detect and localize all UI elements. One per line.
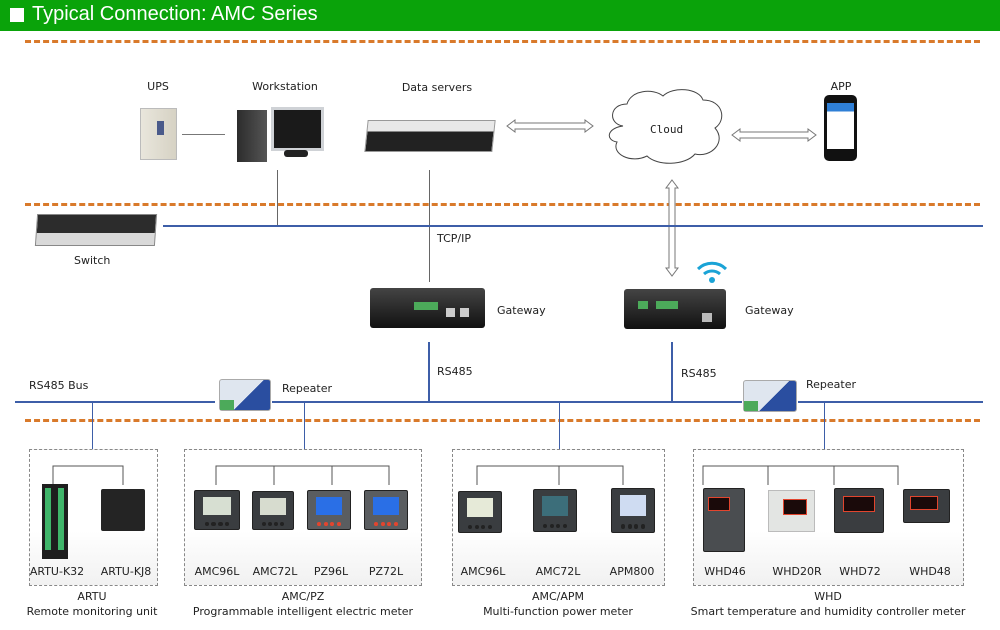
group-amc-apm-branch [476,465,624,485]
whd20r-meter-icon [768,490,815,532]
device-label: AMC96L [460,565,506,578]
group-amc-apm-name: AMC/APM [531,590,585,603]
device-label: ARTU-KJ8 [100,565,152,578]
gateway-left-icon [370,288,485,328]
apm800-meter-icon [611,488,655,533]
group-amc-pz-name: AMC/PZ [281,590,325,603]
switch-icon [34,214,158,246]
pz72l-meter-icon [364,490,408,530]
pz96l-meter-icon [307,490,351,530]
device-label: AMC96L [194,565,240,578]
group-amc-apm-desc: Multi-function power meter [483,605,633,618]
group-artu-branch [52,465,124,485]
amc96l-meter-icon [458,491,502,533]
artu-kj8-icon [101,489,145,531]
device-label: WHD20R [772,565,822,578]
workstation-label: Workstation [252,80,318,93]
amc96l-meter-icon [194,490,240,530]
monitor-icon [271,107,324,151]
gateway-right-label: Gateway [745,304,794,317]
page-title: Typical Connection: AMC Series [32,3,318,25]
rs485-bus-label: RS485 Bus [29,379,89,392]
data-servers-label: Data servers [401,81,473,94]
switch-label: Switch [74,254,111,267]
artu-k32-icon [42,484,68,559]
ups-icon [140,108,177,160]
group-artu-name: ARTU [77,590,107,603]
drop-amc-apm [559,403,560,465]
device-label: PZ72L [368,565,404,578]
ups-label: UPS [147,80,169,93]
pc-tower-icon [237,110,267,162]
group-whd-name: WHD [814,590,842,603]
workstation-link [277,170,278,226]
repeater-right-label: Repeater [806,378,857,391]
group-artu-desc: Remote monitoring unit [26,605,158,618]
group-amc-pz-desc: Programmable intelligent electric meter [192,605,414,618]
rs485-right-label: RS485 [681,367,717,380]
device-label: PZ96L [313,565,349,578]
smartphone-icon [824,95,857,161]
cloud-app-arrow [731,128,817,142]
device-label: ARTU-K32 [29,565,85,578]
rs485-right-link [671,342,673,402]
device-label: APM800 [609,565,655,578]
group-whd-desc: Smart temperature and humidity controlle… [690,605,966,618]
header-square-icon [10,8,24,22]
tcpip-label: TCP/IP [437,232,471,245]
drop-whd [824,403,825,465]
tcpip-bus-line [163,225,983,227]
repeater-right-icon [743,380,797,412]
device-label: AMC72L [535,565,581,578]
separator-middle [25,203,980,206]
whd48-meter-icon [903,489,950,523]
rs485-bus-segment-1 [15,401,215,403]
ups-workstation-link [182,134,225,135]
section-header: Typical Connection: AMC Series [0,0,1000,31]
cloud-gateway-arrow [665,179,679,277]
group-amc-pz-branch [215,465,390,485]
device-label: WHD48 [909,565,951,578]
rs485-left-link [428,342,430,402]
group-whd-branch [702,465,899,485]
cloud-label: Cloud [650,123,684,136]
separator-bottom [25,419,980,422]
server-cloud-arrow [506,119,594,133]
drop-amc-pz [304,403,305,465]
rs485-left-label: RS485 [437,365,473,378]
gateway-left-label: Gateway [497,304,546,317]
wifi-icon [696,261,728,283]
amc72l-meter-icon [533,489,577,532]
whd72-meter-icon [834,488,884,533]
rs485-bus-segment-2 [272,401,742,403]
gateway-right-icon [624,289,726,329]
monitor-stand-icon [284,150,308,157]
server-icon [364,120,496,152]
device-label: WHD72 [839,565,881,578]
separator-top [25,40,980,43]
device-label: WHD46 [704,565,746,578]
device-label: AMC72L [252,565,298,578]
repeater-left-label: Repeater [282,382,333,395]
repeater-left-icon [219,379,271,411]
amc72l-meter-icon [252,491,294,530]
drop-artu [92,403,93,465]
rs485-bus-segment-3 [798,401,983,403]
cloud-icon [608,89,723,164]
app-label: APP [830,80,852,93]
whd46-meter-icon [703,488,745,552]
